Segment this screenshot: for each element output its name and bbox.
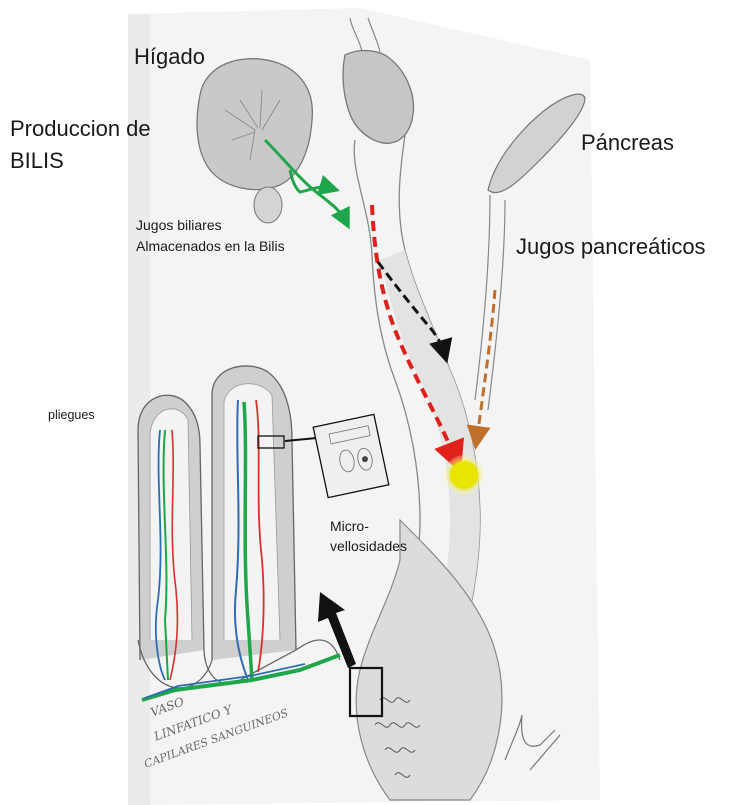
label-jugos-pancreaticos: Jugos pancreáticos: [516, 234, 706, 260]
label-produccion-line1: Produccion de: [10, 116, 151, 142]
papilla-core: [450, 461, 478, 489]
label-pancreas: Páncreas: [581, 130, 674, 156]
label-higado: Hígado: [134, 44, 205, 70]
gallbladder-sketch: [254, 187, 282, 223]
label-micro-line1: Micro-: [330, 516, 369, 536]
fold-inner-left: [150, 409, 192, 640]
fold-inner-right: [224, 384, 280, 640]
label-micro-line2: vellosidades: [330, 536, 407, 556]
label-jugos-biliares-line1: Jugos biliares: [136, 215, 222, 235]
label-pliegues: pliegues: [48, 408, 95, 422]
label-produccion-line2: BILIS: [10, 148, 64, 174]
label-jugos-biliares-line2: Almacenados en la Bilis: [136, 236, 285, 256]
